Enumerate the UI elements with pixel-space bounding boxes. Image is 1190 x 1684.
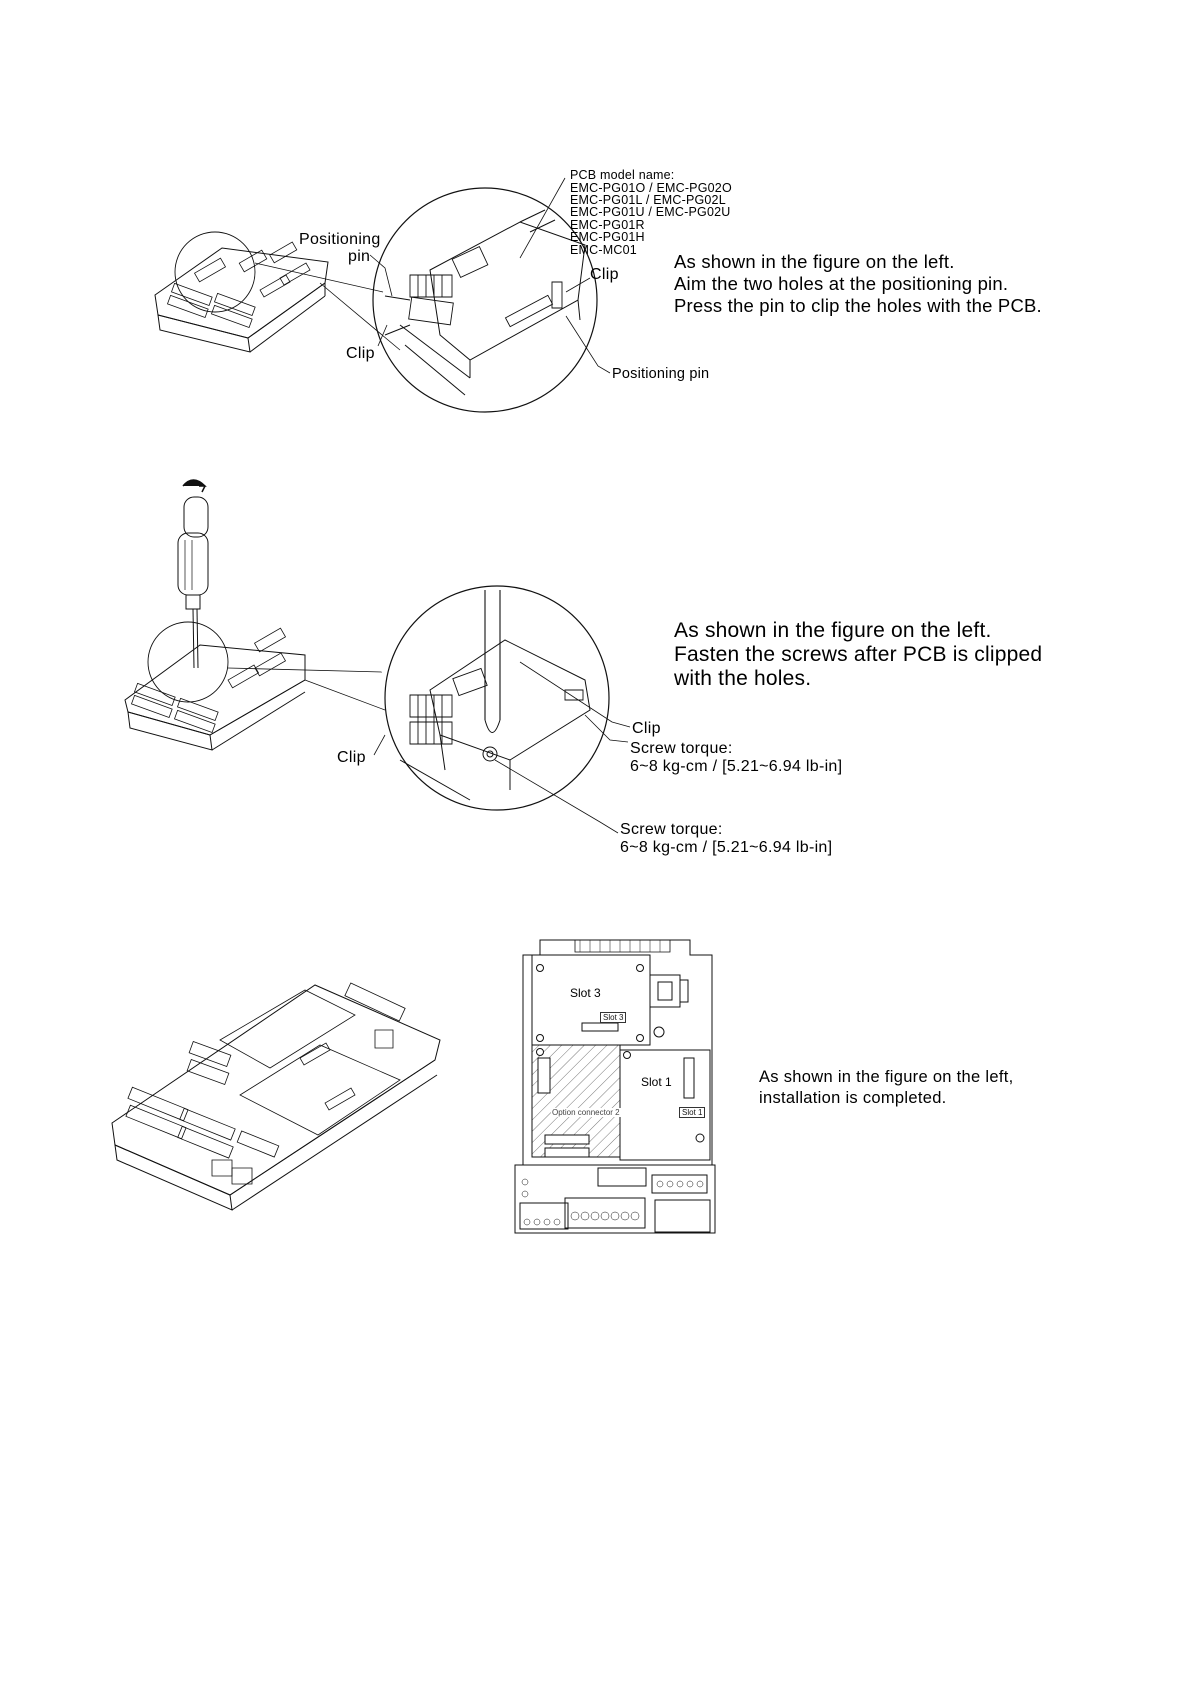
step2-description-line: Fasten the screws after PCB is clipped: [674, 643, 1043, 666]
pcb-model-item: EMC-PG01H: [570, 230, 645, 244]
pcb-model-item: EMC-PG01O / EMC-PG02O: [570, 181, 732, 195]
pcb-model-item: EMC-MC01: [570, 243, 637, 257]
step1-description-line: As shown in the figure on the left.: [674, 251, 955, 272]
step1-leader-lines: [370, 178, 610, 373]
slot1-label: Slot 1: [641, 1075, 672, 1089]
pcb-model-item: EMC-PG01R: [570, 218, 645, 232]
screw-torque-value: 6~8 kg-cm / [5.21~6.94 lb-in]: [620, 839, 833, 856]
screwdriver-icon: [178, 480, 208, 668]
step2-leader-lines: [374, 662, 630, 833]
step3-slot-diagram: [515, 940, 715, 1233]
screw-torque-title: Screw torque:: [620, 821, 723, 838]
pcb-model-item: EMC-PG01L / EMC-PG02L: [570, 193, 726, 207]
step3-description-line: installation is completed.: [759, 1089, 947, 1107]
step1-description-line: Aim the two holes at the positioning pin…: [674, 273, 1009, 294]
screw-torque-value: 6~8 kg-cm / [5.21~6.94 lb-in]: [630, 758, 843, 775]
step3-assembled-board: [112, 983, 440, 1210]
option-connector-label: Option connector 2: [551, 1108, 621, 1118]
positioning-pin-label-line2: pin: [348, 248, 371, 265]
pcb-model-item: EMC-PG01U / EMC-PG02U: [570, 205, 731, 219]
clip-label-left: Clip: [346, 345, 375, 362]
clip-label-right: Clip: [590, 266, 619, 283]
slot1-tag: Slot 1: [679, 1107, 706, 1119]
pcb-model-title: PCB model name:: [570, 168, 675, 182]
step1-description-line: Press the pin to clip the holes with the…: [674, 295, 1042, 316]
positioning-pin-bottom-label: Positioning pin: [612, 366, 710, 382]
screw-torque-title: Screw torque:: [630, 740, 733, 757]
step2-description-line: with the holes.: [674, 667, 812, 690]
step1-small-board: [155, 232, 328, 352]
step1-zoom-circle: [255, 188, 597, 412]
slot3-label: Slot 3: [570, 986, 601, 1000]
clip-label-left: Clip: [337, 749, 366, 766]
positioning-pin-label: Positioning: [299, 231, 381, 248]
clip-label-right: Clip: [632, 720, 661, 737]
step2-zoom-circle: [228, 586, 609, 810]
step3-description-line: As shown in the figure on the left,: [759, 1068, 1014, 1086]
step2-description-line: As shown in the figure on the left.: [674, 619, 992, 642]
slot3-tag: Slot 3: [600, 1012, 627, 1024]
